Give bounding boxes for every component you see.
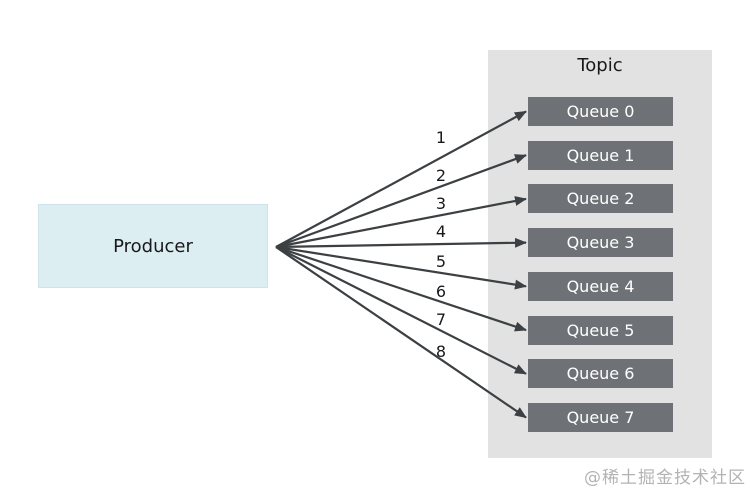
arrow-line <box>275 237 527 249</box>
arrow-line <box>275 245 527 290</box>
queue-box: Queue 0 <box>528 97 673 126</box>
queue-box: Queue 5 <box>528 316 673 345</box>
queue-box: Queue 2 <box>528 184 673 213</box>
arrow-number-label: 8 <box>436 342 446 361</box>
producer-label: Producer <box>113 235 193 257</box>
queue-label: Queue 3 <box>566 233 635 252</box>
arrow-line <box>275 154 527 249</box>
queue-label: Queue 6 <box>566 364 635 383</box>
arrow-number-label: 3 <box>436 194 446 213</box>
arrow-line <box>275 110 527 248</box>
arrow-number-label: 4 <box>436 222 446 241</box>
arrow-number-label: 2 <box>436 166 446 185</box>
arrow-line <box>275 245 527 332</box>
topic-title: Topic <box>577 55 623 76</box>
arrow-line <box>275 246 527 419</box>
queue-label: Queue 1 <box>566 146 635 165</box>
queue-box: Queue 6 <box>528 359 673 388</box>
queue-box: Queue 7 <box>528 403 673 432</box>
arrow-number-label: 1 <box>436 128 446 147</box>
watermark: @稀土掘金技术社区 <box>584 468 746 488</box>
queue-label: Queue 0 <box>566 102 635 121</box>
queue-label: Queue 7 <box>566 408 635 427</box>
producer-box: Producer <box>38 204 268 288</box>
arrow-number-label: 6 <box>436 282 446 301</box>
arrow-line <box>275 246 527 375</box>
arrow-number-label: 5 <box>436 252 446 271</box>
queue-box: Queue 1 <box>528 141 673 170</box>
queue-box: Queue 3 <box>528 228 673 257</box>
queue-label: Queue 5 <box>566 321 635 340</box>
arrow-line <box>275 196 527 249</box>
queue-box: Queue 4 <box>528 272 673 301</box>
queue-label: Queue 4 <box>566 277 635 296</box>
arrow-number-label: 7 <box>436 310 446 329</box>
queue-label: Queue 2 <box>566 189 635 208</box>
